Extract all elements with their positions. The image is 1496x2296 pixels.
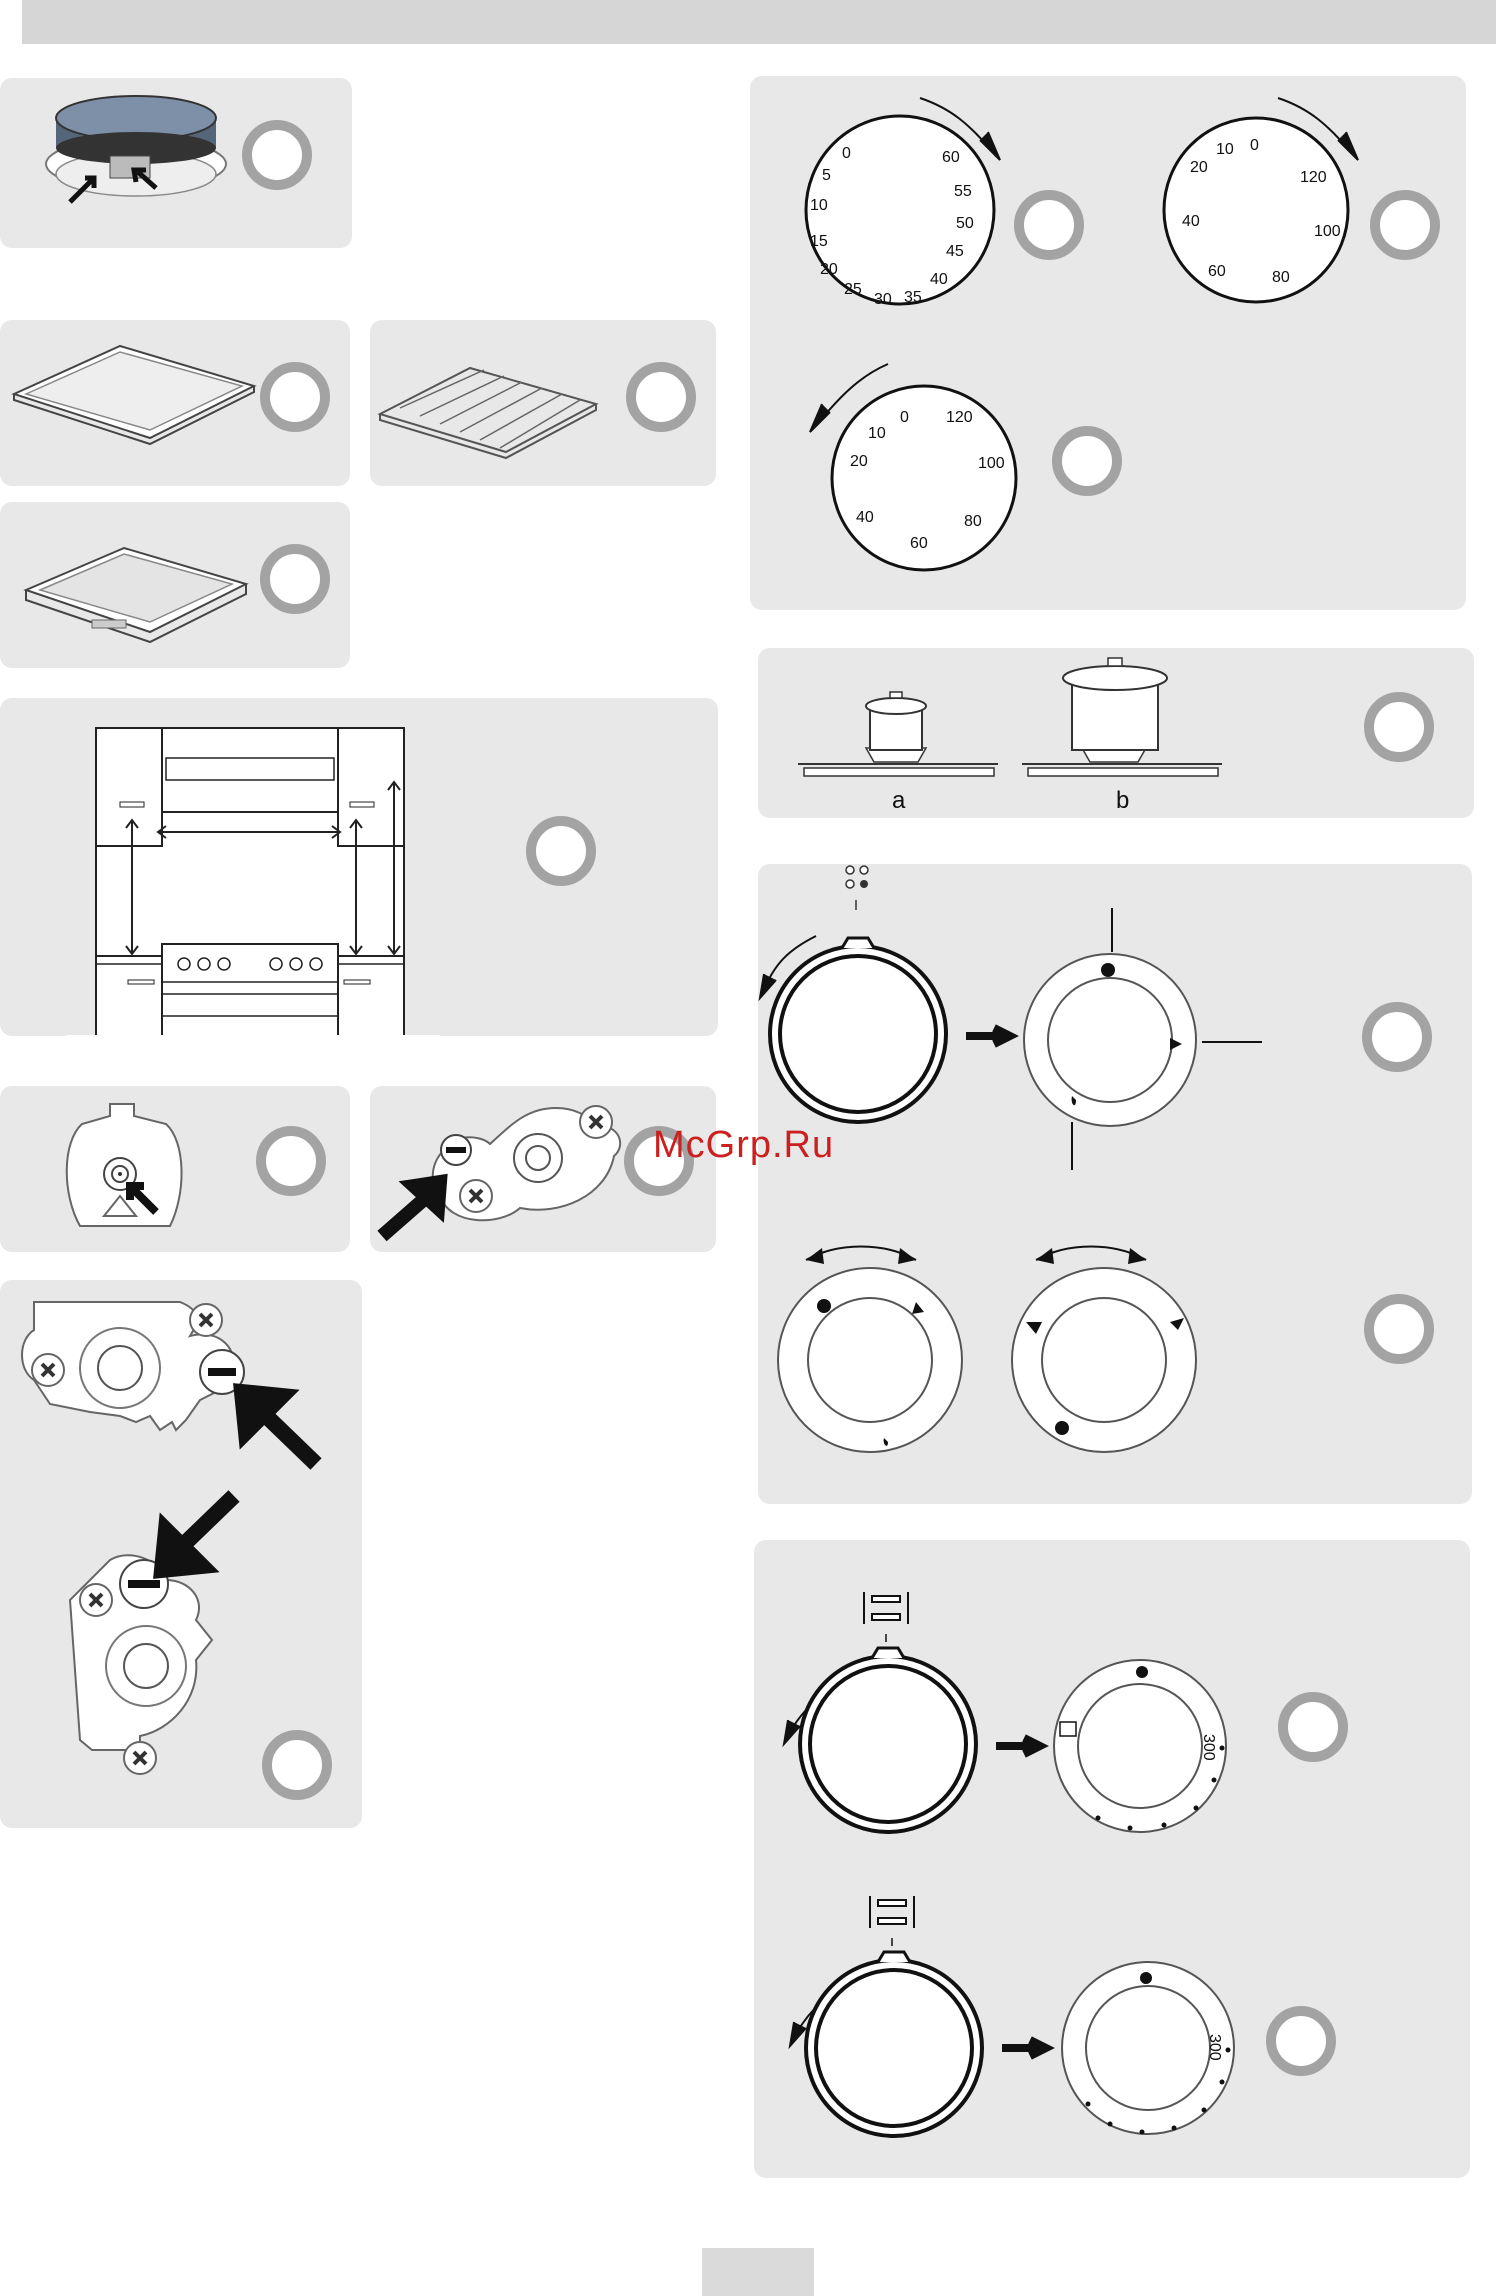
step-marker — [1370, 190, 1440, 260]
svg-text:5: 5 — [822, 167, 831, 184]
temp-max-label-a: 300 — [1200, 1734, 1217, 1761]
step-marker — [256, 1126, 326, 1196]
panel-dials: 0 5 10 15 20 25 30 35 40 45 50 55 60 20 … — [750, 76, 1466, 610]
svg-text:10: 10 — [810, 197, 828, 214]
svg-text:40: 40 — [856, 509, 874, 526]
svg-text:30: 30 — [874, 291, 892, 308]
svg-text:120: 120 — [946, 409, 973, 426]
svg-text:0: 0 — [842, 145, 851, 162]
step-marker — [1278, 1692, 1348, 1762]
dials-illustration: 0 5 10 15 20 25 30 35 40 45 50 55 60 20 … — [750, 76, 1466, 610]
svg-text:80: 80 — [964, 513, 982, 530]
pot-label-b: b — [1116, 787, 1129, 814]
svg-text:100: 100 — [978, 455, 1005, 472]
temp-max-label-b: 300 — [1206, 2034, 1223, 2061]
oven-dials-illustration: 300 300 — [754, 1540, 1470, 2178]
svg-text:10: 10 — [1216, 141, 1234, 158]
step-marker — [1266, 2006, 1336, 2076]
panel-deep-tray — [0, 502, 350, 668]
svg-text:0: 0 — [1250, 137, 1259, 154]
panel-grill-rack — [370, 320, 716, 486]
panel-valve-adjustment — [0, 1280, 362, 1828]
step-marker — [260, 362, 330, 432]
step-marker — [260, 544, 330, 614]
pot-label-a: a — [892, 787, 906, 814]
step-marker — [1014, 190, 1084, 260]
knob-positions-illustration — [758, 864, 1472, 1504]
svg-text:60: 60 — [942, 149, 960, 166]
svg-text:100: 100 — [1314, 223, 1341, 240]
installation-diagram — [0, 698, 718, 1036]
step-marker — [1362, 1002, 1432, 1072]
panel-burner — [0, 78, 352, 248]
step-marker — [1052, 426, 1122, 496]
step-marker — [1364, 1294, 1434, 1364]
svg-text:20: 20 — [820, 261, 838, 278]
svg-text:20: 20 — [1190, 159, 1208, 176]
svg-text:80: 80 — [1272, 269, 1290, 286]
step-marker — [1364, 692, 1434, 762]
panel-pots: a b — [758, 648, 1474, 818]
svg-text:60: 60 — [910, 535, 928, 552]
panel-oven-dials: 300 300 — [754, 1540, 1470, 2178]
svg-text:40: 40 — [1182, 213, 1200, 230]
svg-text:55: 55 — [954, 183, 972, 200]
svg-text:15: 15 — [810, 233, 828, 250]
svg-text:120: 120 — [1300, 169, 1327, 186]
svg-text:0: 0 — [900, 409, 909, 426]
panel-injector — [0, 1086, 350, 1252]
svg-text:35: 35 — [904, 289, 922, 306]
header-bar — [22, 0, 1496, 44]
svg-text:25: 25 — [844, 281, 862, 298]
svg-text:45: 45 — [946, 243, 964, 260]
panel-bypass-screw — [370, 1086, 716, 1252]
step-marker — [626, 362, 696, 432]
panel-baking-tray — [0, 320, 350, 486]
watermark-text: McGrp.Ru — [653, 1124, 834, 1167]
step-marker — [242, 120, 312, 190]
page-number-box — [702, 2248, 814, 2296]
svg-text:40: 40 — [930, 271, 948, 288]
svg-text:60: 60 — [1208, 263, 1226, 280]
svg-text:10: 10 — [868, 425, 886, 442]
svg-text:50: 50 — [956, 215, 974, 232]
panel-installation — [0, 698, 718, 1036]
panel-knob-positions — [758, 864, 1472, 1504]
step-marker — [526, 816, 596, 886]
svg-text:20: 20 — [850, 453, 868, 470]
step-marker — [262, 1730, 332, 1800]
